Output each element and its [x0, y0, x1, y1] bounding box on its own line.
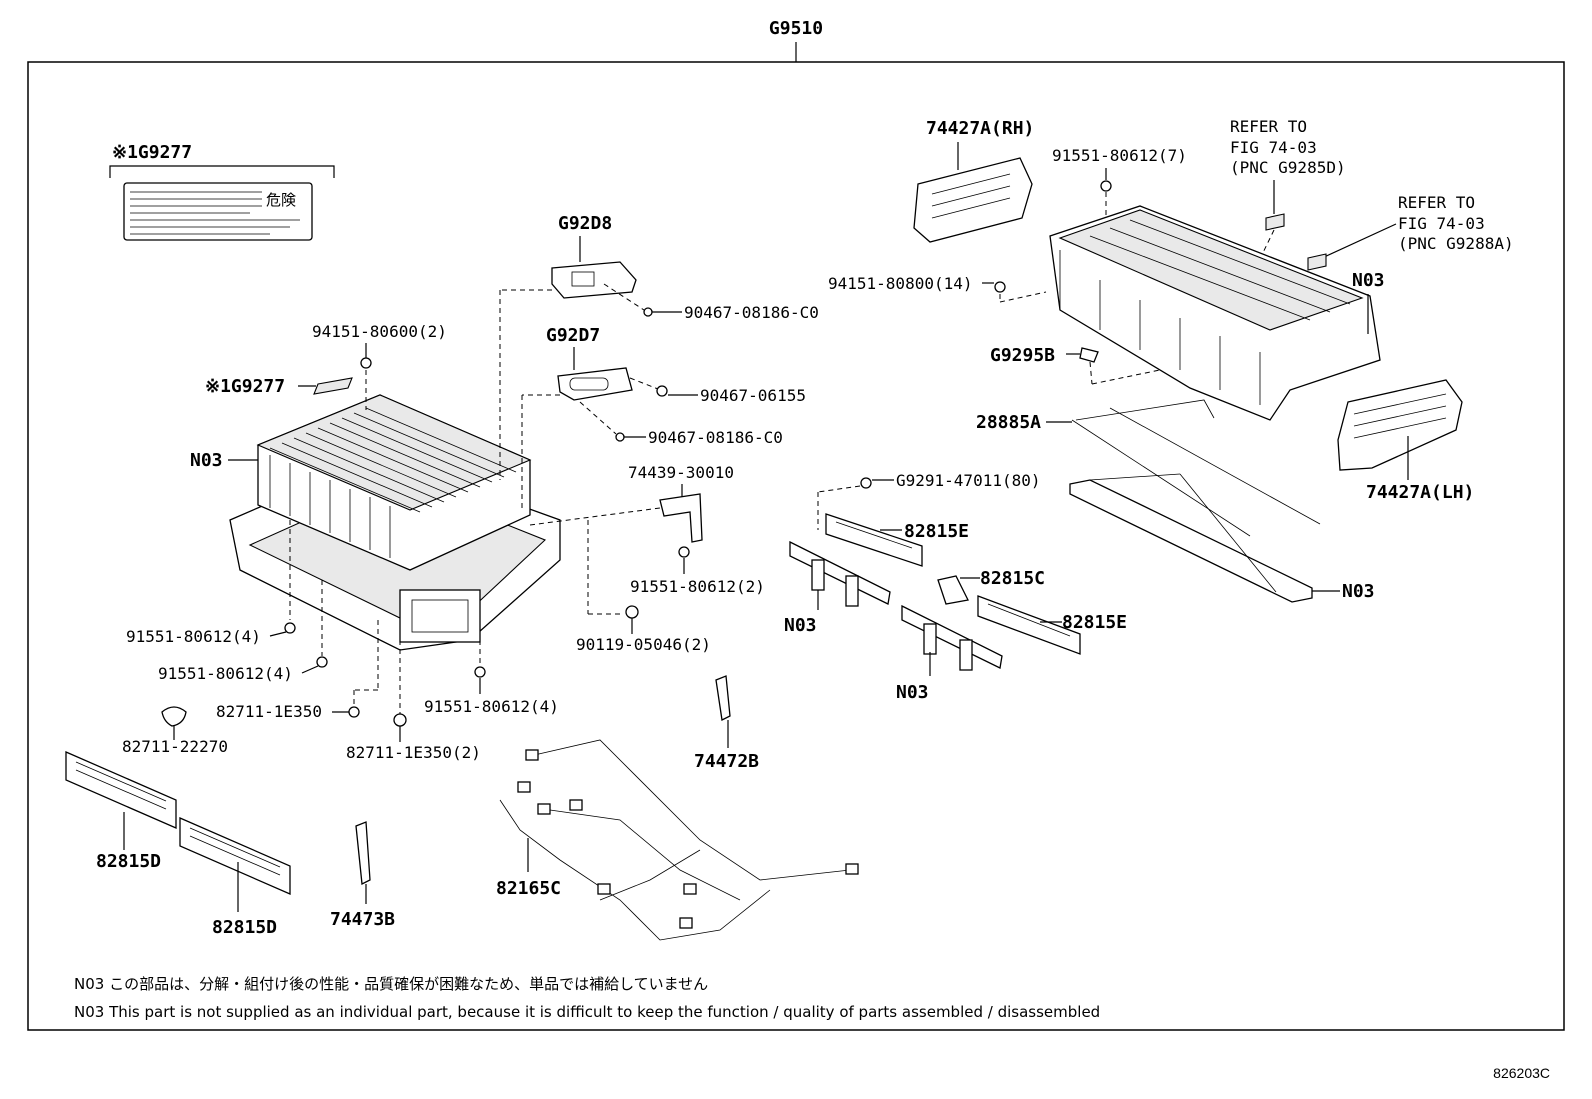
refer-2-line1[interactable]: REFER TO: [1398, 193, 1475, 212]
callout-82815e-b[interactable]: 82815E: [1062, 612, 1127, 633]
busbar-module-n03-mid: [901, 604, 1003, 671]
callout-28885a[interactable]: 28885A: [976, 412, 1041, 433]
callout-n03-left[interactable]: N03: [190, 450, 223, 471]
fan-duct: [1071, 399, 1321, 537]
callout-74472b[interactable]: 74472B: [694, 751, 759, 772]
refer-2-line2[interactable]: FIG 74-03: [1398, 214, 1485, 233]
callout-n03-bus-mid[interactable]: N03: [896, 682, 929, 703]
refer-1-line1[interactable]: REFER TO: [1230, 117, 1307, 136]
label-text-lines: [130, 191, 300, 235]
assembly-code[interactable]: G9510: [769, 18, 823, 39]
callout-82815e-a[interactable]: 82815E: [904, 521, 969, 542]
callout-74473b[interactable]: 74473B: [330, 909, 395, 930]
callout-n03-bus-left[interactable]: N03: [784, 615, 817, 636]
callout-74439-30010[interactable]: 74439-30010: [628, 463, 734, 482]
callout-94151-80800[interactable]: 94151-80800(14): [828, 274, 973, 293]
busbar-module-82815e-b: [977, 595, 1081, 655]
callout-82711-1e350[interactable]: 82711-1E350: [216, 702, 322, 721]
callout-90467-06155[interactable]: 90467-06155: [700, 386, 806, 405]
rod-assembly: [1069, 473, 1313, 603]
refer-2-line3[interactable]: (PNC G9288A): [1398, 234, 1514, 253]
callout-82815d-a[interactable]: 82815D: [96, 851, 161, 872]
busbar-module-n03-left: [789, 540, 891, 607]
side-plate-lh: [1337, 379, 1463, 471]
callout-g92d7[interactable]: G92D7: [546, 325, 600, 346]
callout-n03-rod[interactable]: N03: [1342, 581, 1375, 602]
callout-82815c[interactable]: 82815C: [980, 568, 1045, 589]
figure-code[interactable]: 826203C: [1493, 1065, 1550, 1081]
cover-82815d-a: [65, 751, 177, 829]
callout-91551-80612-4a[interactable]: 91551-80612(4): [126, 627, 261, 646]
callout-82815d-b[interactable]: 82815D: [212, 917, 277, 938]
callout-91551-80612-7[interactable]: 91551-80612(7): [1052, 146, 1187, 165]
cover-82815d-b: [179, 817, 291, 895]
callout-74427a-lh[interactable]: 74427A(LH): [1366, 482, 1474, 503]
callout-82711-22270[interactable]: 82711-22270: [122, 737, 228, 756]
battery-module: [229, 394, 561, 651]
upper-cover: [1049, 205, 1381, 421]
bracket-82815c: [937, 575, 969, 605]
diagram-frame: [27, 61, 1565, 1031]
callout-90467-08186-a[interactable]: 90467-08186-C0: [684, 303, 819, 322]
label-group-mark[interactable]: ※1G9277: [112, 142, 192, 163]
callout-94151-80600[interactable]: 94151-80600(2): [312, 322, 447, 341]
refer-1-line3[interactable]: (PNC G9285D): [1230, 158, 1346, 177]
callout-n03-right-top[interactable]: N03: [1352, 270, 1385, 291]
refer-note-1: REFER TO FIG 74-03 (PNC G9285D): [1230, 117, 1346, 177]
callout-91551-80612-4b[interactable]: 91551-80612(4): [158, 664, 293, 683]
callout-g9277-small[interactable]: ※1G9277: [205, 376, 285, 397]
note-english[interactable]: N03 This part is not supplied as an indi…: [74, 1003, 1100, 1021]
callout-82165c[interactable]: 82165C: [496, 878, 561, 899]
callout-90119-05046[interactable]: 90119-05046(2): [576, 635, 711, 654]
callout-90467-08186-b[interactable]: 90467-08186-C0: [648, 428, 783, 447]
callout-82711-1e350-2[interactable]: 82711-1E350(2): [346, 743, 481, 762]
warning-label-group: ※1G9277 危険: [109, 142, 335, 241]
note-japanese[interactable]: N03 この部品は、分解・組付け後の性能・品質確保が困難なため、単品では補給して…: [74, 975, 708, 993]
label-kanji-title: 危険: [266, 191, 296, 209]
refer-1-line2[interactable]: FIG 74-03: [1230, 138, 1317, 157]
callout-91551-80612-2[interactable]: 91551-80612(2): [630, 577, 765, 596]
callout-91551-80612-4c[interactable]: 91551-80612(4): [424, 697, 559, 716]
busbar-module-82815e-a: [825, 513, 923, 567]
callout-g9295b[interactable]: G9295B: [990, 345, 1055, 366]
callout-g92d8[interactable]: G92D8: [558, 213, 612, 234]
side-plate-rh: [913, 157, 1033, 243]
callout-74427a-rh[interactable]: 74427A(RH): [926, 118, 1034, 139]
refer-note-2: REFER TO FIG 74-03 (PNC G9288A): [1398, 193, 1514, 253]
wire-harness: [499, 739, 859, 941]
callout-g9291-47011[interactable]: G9291-47011(80): [896, 471, 1041, 490]
cell-ribs: [269, 407, 517, 558]
